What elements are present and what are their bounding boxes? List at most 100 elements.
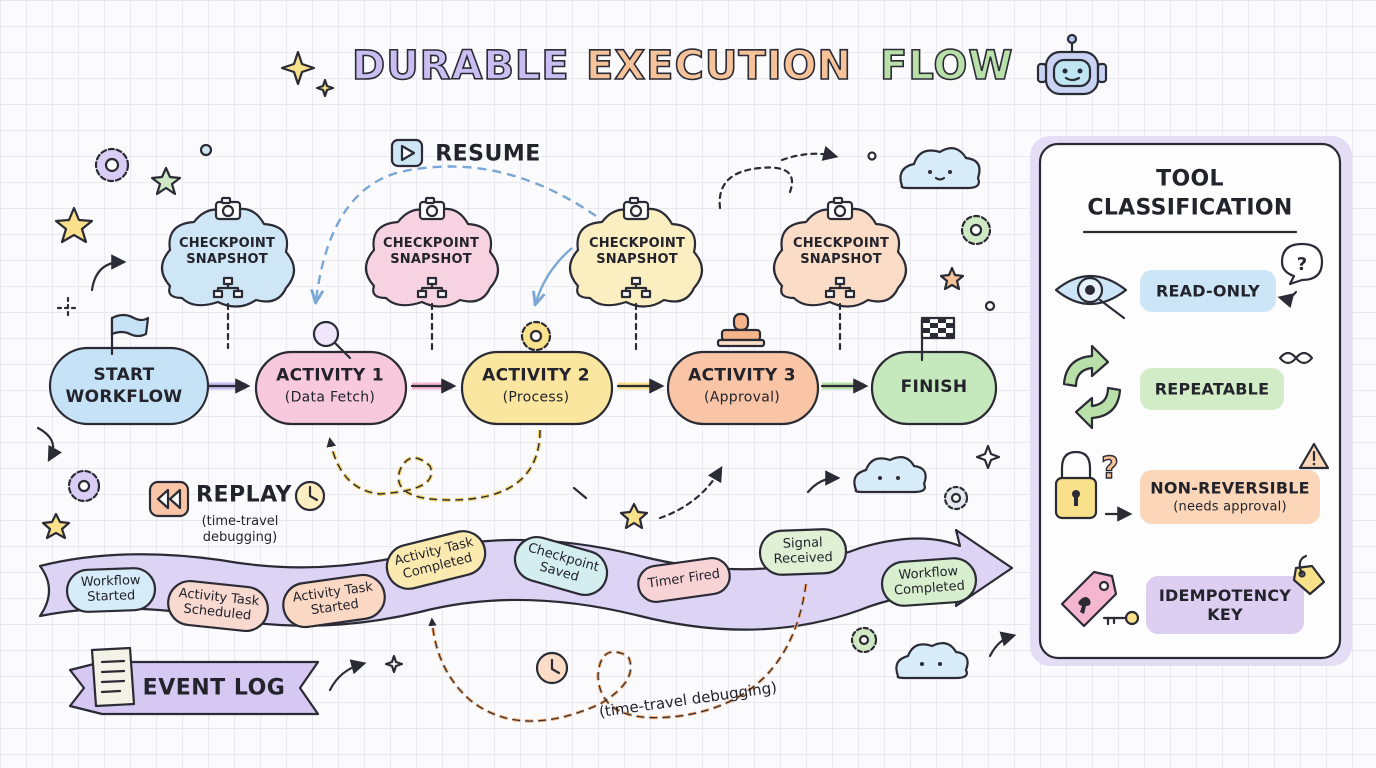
cloud-icon: [899, 147, 981, 190]
sparkle-icon: [56, 296, 80, 320]
event-pill: [385, 530, 487, 590]
panel-heading-line2: CLASSIFICATION: [1087, 195, 1293, 220]
classification-label: READ-ONLY: [1156, 281, 1260, 300]
sparkle-icon: [975, 444, 1001, 470]
doodle-arrow-icon: [988, 631, 1017, 658]
node-activity-3: ACTIVITY 3 (Approval): [688, 365, 796, 406]
doodle-arrow-icon: [806, 470, 841, 494]
scroll-icon: [90, 646, 136, 708]
event-line2: Started: [86, 588, 136, 605]
resume-label: RESUME: [435, 141, 541, 167]
magnifier-icon: [312, 320, 352, 360]
checkpoint-cloud: [568, 196, 704, 308]
camera-icon: [214, 196, 242, 221]
node-start-workflow: START WORKFLOW: [66, 364, 183, 408]
padlock-icon: ?: [1054, 450, 1133, 522]
checkpoint-line1: CHECKPOINT: [178, 235, 276, 251]
key-tag-icon: [1060, 570, 1140, 628]
checkpoint-label-2: CHECKPOINT SNAPSHOT: [383, 236, 479, 269]
node-line1: ACTIVITY 1: [276, 365, 384, 386]
star-icon: [619, 502, 649, 530]
classification-label: NON-REVERSIBLE(needs approval): [1150, 479, 1310, 516]
robot-icon: [1036, 33, 1108, 96]
checkpoint-line1: CHECKPOINT: [382, 235, 480, 251]
star-icon: [939, 266, 965, 291]
gear-icon: [960, 214, 992, 246]
event-pill: [758, 528, 848, 576]
stamp-icon: [716, 312, 766, 348]
checkpoint-connectors: [226, 302, 842, 354]
classification-pill: [1140, 470, 1320, 524]
camera-icon: [622, 196, 650, 221]
replay-sub-line2: debugging): [202, 530, 278, 545]
flow-node: [48, 346, 210, 426]
replay-sub-note: (time-travel debugging): [202, 514, 279, 547]
node-line1: ACTIVITY 2: [482, 365, 590, 386]
svg-text:?: ?: [1297, 254, 1307, 275]
classification-name: READ-ONLY: [1156, 281, 1260, 301]
event-pill: [513, 536, 609, 596]
eye-magnifier-icon: [1054, 274, 1128, 320]
checkpoint-line2: SNAPSHOT: [186, 252, 268, 267]
classification-pill: [1146, 576, 1304, 634]
checkpoint-line2: SNAPSHOT: [390, 252, 472, 267]
cloud-icon: [853, 455, 927, 494]
flag-icon: [110, 313, 150, 356]
replay-label: REPLAY: [196, 482, 292, 508]
classification-pill: [1140, 270, 1276, 312]
event-line2: Received: [773, 549, 834, 568]
node-activity-1: ACTIVITY 1 (Data Fetch): [276, 365, 384, 406]
classification-sub: KEY: [1207, 605, 1243, 624]
star-icon: [54, 206, 94, 244]
hierarchy-icon: [212, 276, 244, 299]
cloud-icon: [895, 641, 969, 680]
title-word-durable: DURABLE: [351, 43, 570, 89]
replay-loop-arrow: [326, 429, 541, 501]
tool-panel-heading: TOOL CLASSIFICATION: [1087, 165, 1292, 222]
classification-name: IDEMPOTENCY: [1158, 585, 1292, 605]
classification-label: REPEATABLE: [1155, 379, 1269, 398]
sparkle-icon: [384, 654, 404, 674]
event-pill: [282, 573, 386, 629]
title-word-execution: EXECUTION: [585, 43, 852, 89]
svg-text:?: ?: [1101, 451, 1118, 486]
flow-node: [666, 350, 820, 426]
classification-name: NON-REVERSIBLE: [1150, 478, 1310, 498]
hierarchy-icon: [620, 276, 652, 299]
doodle-arrow-icon: [328, 659, 367, 692]
replay-loop-arrow-fill: [328, 429, 542, 503]
doodle-arrow-icon: [658, 466, 723, 520]
warning-icon: [1298, 442, 1330, 470]
event-pill: [637, 557, 731, 603]
gear-icon: [943, 485, 969, 511]
event-line1: Signal: [782, 535, 823, 552]
checkpoint-label-4: CHECKPOINT SNAPSHOT: [793, 236, 889, 269]
node-line2: (Approval): [703, 389, 781, 406]
replay-sub-line1: (time-travel: [201, 513, 279, 529]
classification-name: REPEATABLE: [1154, 379, 1270, 399]
gear-icon: [850, 626, 878, 654]
flow-node: [870, 350, 998, 426]
classification-pill: [1140, 368, 1284, 410]
question-bubble-icon: ?: [1277, 242, 1324, 309]
rewind-clock-icon: [535, 651, 569, 685]
node-line1: ACTIVITY 3: [688, 365, 796, 386]
tag-icon: [1292, 554, 1326, 596]
gear-icon: [67, 469, 101, 503]
classification-sub: (needs approval): [1173, 499, 1287, 515]
node-line2: (Data Fetch): [284, 389, 376, 406]
node-line2: (Process): [502, 389, 570, 406]
gear-icon: [520, 320, 552, 352]
dot-icon: [984, 300, 996, 312]
checkpoint-line2: SNAPSHOT: [596, 252, 678, 267]
sparkle-icon: [280, 50, 335, 98]
doodle-loop-icon: [718, 166, 793, 210]
dot-icon: [867, 151, 877, 161]
cycle-arrows-icon: [1062, 344, 1122, 430]
panel-heading-line1: TOOL: [1156, 166, 1224, 192]
hierarchy-icon: [416, 276, 448, 299]
